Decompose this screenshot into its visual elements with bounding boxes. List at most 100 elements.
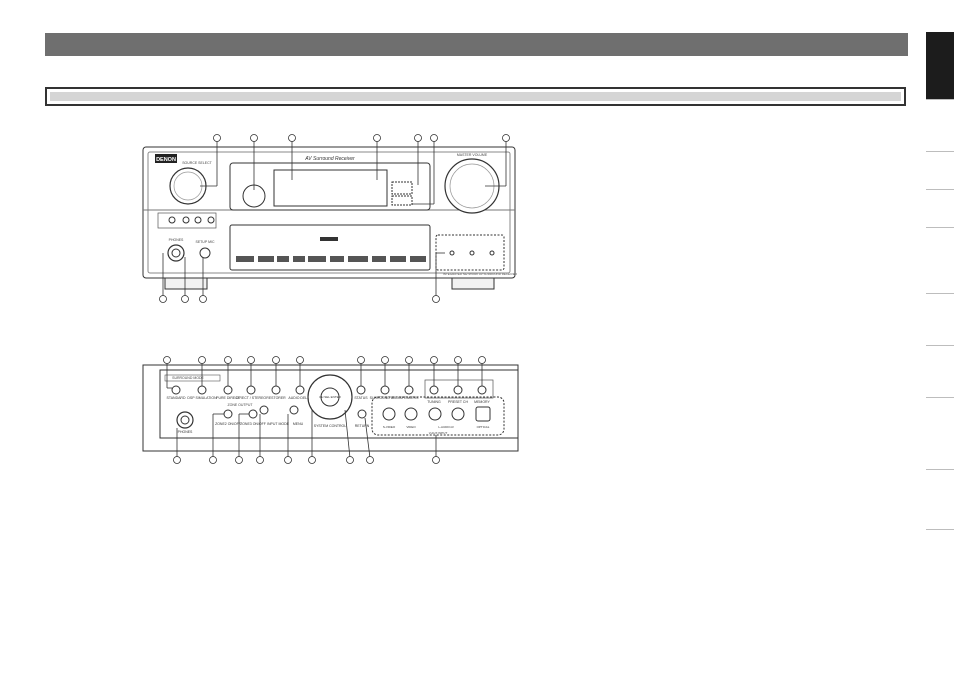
display-housing	[229, 162, 431, 211]
on-standby-button[interactable]	[168, 216, 176, 224]
sidebar-tab-1[interactable]	[926, 32, 954, 100]
dpad-center-label: CH SEL ENTER	[319, 395, 342, 399]
front-panel	[142, 146, 516, 290]
audio-r-jack[interactable]	[451, 407, 465, 421]
svideo-label: S-VIDEO	[383, 425, 396, 429]
zone2-onoff-button[interactable]	[223, 409, 233, 419]
phones-label-sub: PHONES	[178, 430, 193, 434]
section-heading	[45, 87, 906, 106]
sub-panel-inner	[159, 369, 519, 439]
input-mode-label: INPUT MODE	[267, 422, 290, 426]
audio-delay-button[interactable]	[295, 385, 305, 395]
audio-delay-label: AUDIO DELAY	[288, 396, 312, 400]
sidebar-tab-6[interactable]	[926, 294, 954, 346]
page-title-bar	[45, 33, 908, 56]
menu-label: MENU	[293, 422, 304, 426]
pure-direct-button[interactable]	[223, 385, 233, 395]
callouts-front	[162, 140, 507, 296]
callouts-sub	[166, 362, 483, 459]
door-badge	[320, 237, 338, 241]
indicator-box-2	[391, 195, 413, 206]
brand-logo-plate	[155, 154, 177, 163]
restorer-label: RESTORER	[266, 396, 286, 400]
zone-output-label: ZONE OUTPUT	[227, 403, 253, 407]
optical-label: OPTICAL	[477, 425, 490, 429]
memory-button[interactable]	[477, 385, 487, 395]
sidebar-tab-4[interactable]	[926, 190, 954, 228]
display-window	[273, 169, 388, 207]
dsp-simulation-button[interactable]	[197, 385, 207, 395]
audio-l-jack[interactable]	[428, 407, 442, 421]
video-label: VIDEO	[406, 425, 416, 429]
sidebar-tab-2[interactable]	[926, 100, 954, 152]
left-foot	[164, 277, 208, 290]
master-volume-label: MASTER VOLUME	[457, 153, 488, 157]
indicator-box-1	[391, 181, 413, 195]
sub-top-buttons	[171, 385, 487, 395]
sidebar-tab-7[interactable]	[926, 346, 954, 398]
upper-buttons	[168, 216, 215, 224]
setup-mic-label: SETUP MIC	[196, 240, 215, 244]
source-select-label: SOURCE SELECT	[182, 161, 212, 165]
surround-back-label: SURROUND BACK	[370, 396, 401, 400]
sidebar-tab-3[interactable]	[926, 152, 954, 190]
return-label: RETURN	[355, 424, 370, 428]
menu-button[interactable]	[289, 405, 299, 415]
direct-stereo-button[interactable]	[246, 385, 256, 395]
callout-circles-sub	[163, 356, 486, 464]
phones-jack-front[interactable]	[167, 244, 185, 262]
front-door[interactable]	[229, 224, 431, 271]
zone2-button[interactable]	[182, 216, 190, 224]
surround-back-button[interactable]	[380, 385, 390, 395]
setup-mic-jack[interactable]	[199, 247, 211, 259]
input-mode-button[interactable]	[259, 405, 269, 415]
display-tagline: AV Surround Receiver	[304, 156, 355, 162]
right-foot	[451, 277, 495, 290]
optical-jack[interactable]	[475, 406, 491, 422]
standard-label: STANDARD	[167, 396, 186, 400]
sidebar-tab-5[interactable]	[926, 228, 954, 294]
preset-ch-button[interactable]	[453, 385, 463, 395]
tuning-button[interactable]	[429, 385, 439, 395]
brand-logo: DENON	[156, 157, 176, 163]
vaux-jacks	[382, 406, 491, 422]
preset-ch-label: PRESET CH	[448, 400, 468, 404]
status-button[interactable]	[356, 385, 366, 395]
zone2-onoff-label: ZONE2 ON/OFF	[215, 422, 241, 426]
front-panel-body	[142, 146, 516, 279]
zone3-onoff-label: ZONE3 ON/OFF	[240, 422, 266, 426]
sub-panel	[142, 364, 519, 452]
model-label: INTEGRATED NETWORK AV SURROUND RECEIVER	[443, 272, 518, 276]
phones-label-front: PHONES	[169, 238, 184, 242]
system-control-label: SYSTEM CONTROL	[314, 424, 347, 428]
status-label: STATUS	[354, 396, 368, 400]
main-button[interactable]	[207, 216, 215, 224]
vaux-label: V.AUX INPUT	[429, 431, 448, 435]
ch-sel-enter-button[interactable]	[320, 387, 340, 407]
vaux-input-area	[371, 396, 505, 436]
callout-circles-front	[159, 134, 510, 303]
door-logos	[236, 256, 426, 262]
svideo-jack[interactable]	[382, 407, 396, 421]
dsp-simulation-label: DSP SIMULATION	[187, 396, 217, 400]
sidebar-tab-9[interactable]	[926, 470, 954, 530]
speakers-label: SPEAKERS	[400, 396, 420, 400]
return-button[interactable]	[357, 409, 367, 419]
standard-button[interactable]	[171, 385, 181, 395]
zone3-onoff-button[interactable]	[248, 409, 258, 419]
audio-label: L-AUDIO-R	[438, 425, 454, 429]
tuning-label: TUNING	[427, 400, 441, 404]
speakers-button[interactable]	[404, 385, 414, 395]
surround-mode-label: SURROUND MODE	[172, 376, 204, 380]
zone3-button[interactable]	[194, 216, 202, 224]
restorer-button[interactable]	[271, 385, 281, 395]
memory-label: MEMORY	[474, 400, 490, 404]
tuner-indicator-area	[435, 234, 505, 271]
video-jack[interactable]	[404, 407, 418, 421]
sidebar-tab-8[interactable]	[926, 398, 954, 470]
section-heading-fill	[50, 92, 901, 101]
phones-jack-sub[interactable]	[176, 411, 194, 429]
direct-stereo-label: DIRECT / STEREO	[236, 396, 267, 400]
pure-direct-label: PURE DIRECT	[216, 396, 241, 400]
